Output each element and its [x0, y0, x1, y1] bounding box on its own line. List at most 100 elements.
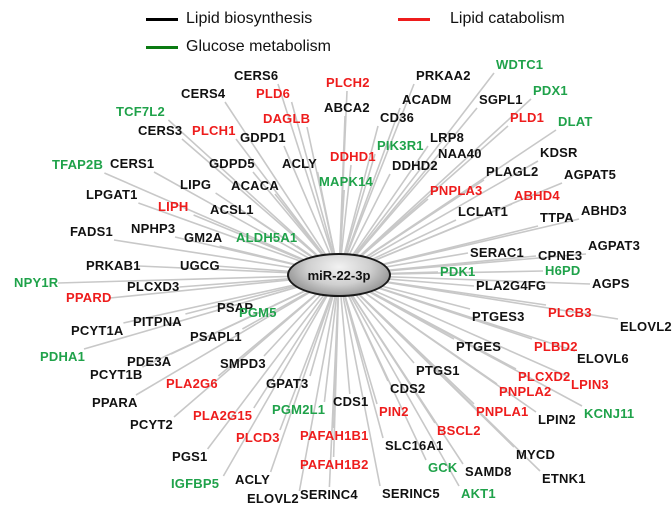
gene-node-cers1[interactable]: CERS1: [110, 156, 155, 171]
gene-node-lclat1[interactable]: LCLAT1: [458, 204, 509, 219]
gene-node-pla2g4fg[interactable]: PLA2G4FG: [476, 278, 547, 293]
gene-node-gdpd1[interactable]: GDPD1: [240, 130, 286, 145]
gene-node-naa40[interactable]: NAA40: [438, 146, 482, 161]
gene-node-igfbp5[interactable]: IGFBP5: [171, 476, 220, 491]
gene-node-ppard[interactable]: PPARD: [66, 290, 112, 305]
gene-node-pld1[interactable]: PLD1: [510, 110, 545, 125]
gene-node-pcyt1a[interactable]: PCYT1A: [71, 323, 124, 338]
gene-node-pnpla1[interactable]: PNPLA1: [476, 404, 529, 419]
gene-node-pitpna[interactable]: PITPNA: [133, 314, 182, 329]
gene-node-prkaa2[interactable]: PRKAA2: [416, 68, 471, 83]
gene-node-agps[interactable]: AGPS: [592, 276, 630, 291]
gene-node-elovl2[interactable]: ELOVL2: [620, 319, 672, 334]
gene-node-pdha1[interactable]: PDHA1: [40, 349, 86, 364]
gene-node-pafah1b2[interactable]: PAFAH1B2: [300, 457, 369, 472]
gene-node-abhd3[interactable]: ABHD3: [581, 203, 627, 218]
gene-node-daglb[interactable]: DAGLB: [263, 111, 311, 126]
gene-node-pnpla2[interactable]: PNPLA2: [499, 384, 552, 399]
gene-node-h6pd[interactable]: H6PD: [545, 263, 581, 278]
gene-node-plcd3[interactable]: PLCD3: [236, 430, 280, 445]
gene-node-plch1[interactable]: PLCH1: [192, 123, 236, 138]
gene-node-elovl6[interactable]: ELOVL6: [577, 351, 629, 366]
gene-node-lpin3[interactable]: LPIN3: [571, 377, 609, 392]
gene-node-etnk1[interactable]: ETNK1: [542, 471, 586, 486]
gene-node-samd8[interactable]: SAMD8: [465, 464, 512, 479]
gene-node-pin2[interactable]: PIN2: [379, 404, 409, 419]
gene-node-abhd4[interactable]: ABHD4: [514, 188, 560, 203]
gene-node-acly[interactable]: ACLY: [235, 472, 270, 487]
gene-node-pgm2l1[interactable]: PGM2L1: [272, 402, 326, 417]
gene-node-serac1[interactable]: SERAC1: [470, 245, 524, 260]
gene-node-lpgat1[interactable]: LPGAT1: [86, 187, 138, 202]
gene-node-mycd[interactable]: MYCD: [516, 447, 556, 462]
gene-node-slc16a1[interactable]: SLC16A1: [385, 438, 444, 453]
mirna-hub-node[interactable]: miR-22-3p: [287, 253, 391, 297]
gene-node-dlat[interactable]: DLAT: [558, 114, 593, 129]
gene-node-plagl2[interactable]: PLAGL2: [486, 164, 539, 179]
gene-node-elovl2[interactable]: ELOVL2: [247, 491, 299, 506]
gene-node-psapl1[interactable]: PSAPL1: [190, 329, 242, 344]
gene-node-lrp8[interactable]: LRP8: [430, 130, 465, 145]
gene-node-kcnj11[interactable]: KCNJ11: [584, 406, 635, 421]
gene-node-cds1[interactable]: CDS1: [333, 394, 369, 409]
gene-node-serinc5[interactable]: SERINC5: [382, 486, 440, 501]
gene-node-ttpa[interactable]: TTPA: [540, 210, 574, 225]
gene-node-ptges[interactable]: PTGES: [456, 339, 502, 354]
gene-node-agpat5[interactable]: AGPAT5: [564, 167, 617, 182]
gene-node-pcyt2[interactable]: PCYT2: [130, 417, 173, 432]
gene-node-ddhd2[interactable]: DDHD2: [392, 158, 438, 173]
gene-node-plcxd2[interactable]: PLCXD2: [518, 369, 571, 384]
gene-node-pcyt1b[interactable]: PCYT1B: [90, 367, 143, 382]
gene-node-cpne3[interactable]: CPNE3: [538, 248, 583, 263]
gene-node-nphp3[interactable]: NPHP3: [131, 221, 176, 236]
gene-node-abca2[interactable]: ABCA2: [324, 100, 370, 115]
gene-node-wdtc1[interactable]: WDTC1: [496, 57, 544, 72]
gene-node-liph[interactable]: LIPH: [158, 199, 189, 214]
gene-node-aldh5a1[interactable]: ALDH5A1: [236, 230, 298, 245]
gene-node-akt1[interactable]: AKT1: [461, 486, 496, 501]
gene-node-plcxd3[interactable]: PLCXD3: [127, 279, 180, 294]
gene-node-pgm5[interactable]: PGM5: [239, 305, 277, 320]
gene-node-pgs1[interactable]: PGS1: [172, 449, 208, 464]
gene-node-cds2[interactable]: CDS2: [390, 381, 426, 396]
gene-node-agpat3[interactable]: AGPAT3: [588, 238, 641, 253]
gene-node-plch2[interactable]: PLCH2: [326, 75, 370, 90]
gene-node-gdpd5[interactable]: GDPD5: [209, 156, 255, 171]
gene-node-pla2g6[interactable]: PLA2G6: [166, 376, 218, 391]
gene-node-smpd3[interactable]: SMPD3: [220, 356, 266, 371]
gene-node-tcf7l2[interactable]: TCF7L2: [116, 104, 165, 119]
gene-node-serinc4[interactable]: SERINC4: [300, 487, 358, 502]
gene-node-gpat3[interactable]: GPAT3: [266, 376, 309, 391]
gene-node-acaca[interactable]: ACACA: [231, 178, 279, 193]
gene-node-tfap2b[interactable]: TFAP2B: [52, 157, 104, 172]
gene-node-gck[interactable]: GCK: [428, 460, 458, 475]
gene-node-ptges3[interactable]: PTGES3: [472, 309, 525, 324]
gene-node-kdsr[interactable]: KDSR: [540, 145, 578, 160]
gene-node-cers3[interactable]: CERS3: [138, 123, 183, 138]
gene-node-cd36[interactable]: CD36: [380, 110, 415, 125]
gene-node-bscl2[interactable]: BSCL2: [437, 423, 481, 438]
gene-node-lipg[interactable]: LIPG: [180, 177, 212, 192]
gene-node-plbd2[interactable]: PLBD2: [534, 339, 578, 354]
gene-node-acadm[interactable]: ACADM: [402, 92, 452, 107]
gene-node-mapk14[interactable]: MAPK14: [319, 174, 373, 189]
gene-node-plcb3[interactable]: PLCB3: [548, 305, 592, 320]
gene-node-sgpl1[interactable]: SGPL1: [479, 92, 523, 107]
gene-node-pnpla3[interactable]: PNPLA3: [430, 183, 483, 198]
gene-node-pld6[interactable]: PLD6: [256, 86, 291, 101]
gene-node-pdk1[interactable]: PDK1: [440, 264, 476, 279]
gene-node-ptgs1[interactable]: PTGS1: [416, 363, 460, 378]
gene-node-ddhd1[interactable]: DDHD1: [330, 149, 376, 164]
gene-node-ppara[interactable]: PPARA: [92, 395, 138, 410]
gene-node-psap[interactable]: PSAP: [217, 300, 254, 315]
gene-node-lpin2[interactable]: LPIN2: [538, 412, 576, 427]
gene-node-acly[interactable]: ACLY: [282, 156, 317, 171]
gene-node-pla2g15[interactable]: PLA2G15: [193, 408, 253, 423]
gene-node-cers6[interactable]: CERS6: [234, 68, 279, 83]
gene-node-gm2a[interactable]: GM2A: [184, 230, 223, 245]
gene-node-pafah1b1[interactable]: PAFAH1B1: [300, 428, 369, 443]
gene-node-pik3r1[interactable]: PIK3R1: [377, 138, 424, 153]
gene-node-fads1[interactable]: FADS1: [70, 224, 113, 239]
gene-node-npy1r[interactable]: NPY1R: [14, 275, 59, 290]
gene-node-cers4[interactable]: CERS4: [181, 86, 226, 101]
